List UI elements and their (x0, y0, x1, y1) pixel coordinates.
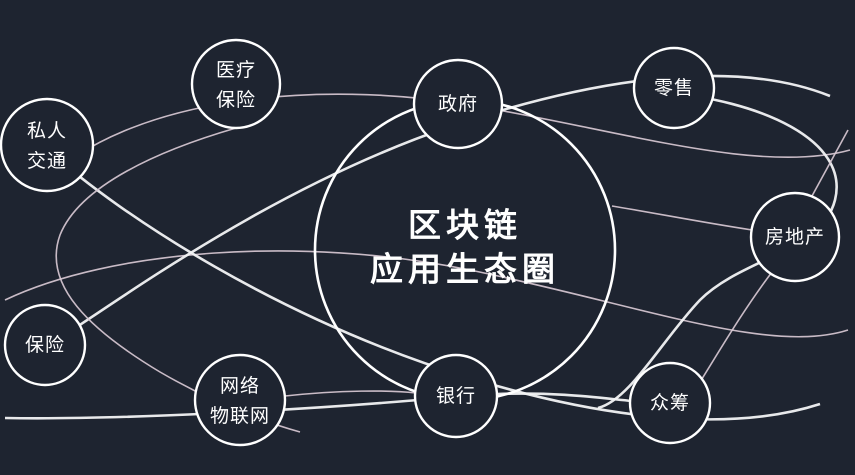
node-government[interactable]: 政府 (412, 58, 504, 150)
node-label-line1: 银行 (436, 385, 476, 407)
orbit-curve-lower-sweep (4, 250, 849, 338)
node-label-line1: 政府 (438, 93, 478, 115)
node-ring (749, 191, 841, 283)
node-medical-insurance[interactable]: 医疗 保险 (190, 38, 282, 130)
node-label-line1: 私人 (27, 120, 67, 142)
orbit-chord-realestate-up (811, 129, 849, 197)
orbit-chord-bank-right (496, 392, 633, 403)
node-real-estate[interactable]: 房地产 (749, 191, 841, 283)
node-label-line1: 网络 (220, 375, 260, 397)
node-label-line1: 房地产 (765, 226, 825, 248)
node-ring (190, 38, 282, 130)
orbit-chord-realestate-down (699, 271, 773, 383)
orbit-chord-realestate-left (611, 205, 753, 231)
orbit-chord-iot-bank (284, 390, 417, 397)
node-ring (193, 353, 287, 447)
node-ring (628, 361, 712, 445)
node-network-iot[interactable]: 网络 物联网 (193, 353, 287, 447)
node-ring (0, 97, 95, 193)
node-ring (632, 46, 716, 130)
node-label-line2: 保险 (216, 89, 256, 111)
node-label-line1: 众筹 (650, 392, 690, 414)
node-ring (413, 353, 499, 439)
node-label-line1: 零售 (654, 77, 694, 99)
node-label-line2: 交通 (27, 150, 67, 172)
node-label-line1: 医疗 (216, 59, 256, 81)
node-bank[interactable]: 银行 (413, 353, 499, 439)
node-label-line2: 物联网 (210, 405, 270, 427)
node-private-transport[interactable]: 私人 交通 (0, 97, 95, 193)
node-insurance[interactable]: 保险 (3, 303, 87, 387)
node-crowdfunding[interactable]: 众筹 (628, 361, 712, 445)
node-ring (412, 58, 504, 150)
core-title-line2: 应用生态圈 (370, 251, 560, 288)
node-ring (3, 303, 87, 387)
core-title-line1: 区块链 (408, 207, 522, 244)
node-retail[interactable]: 零售 (632, 46, 716, 130)
node-label-line1: 保险 (25, 334, 65, 356)
